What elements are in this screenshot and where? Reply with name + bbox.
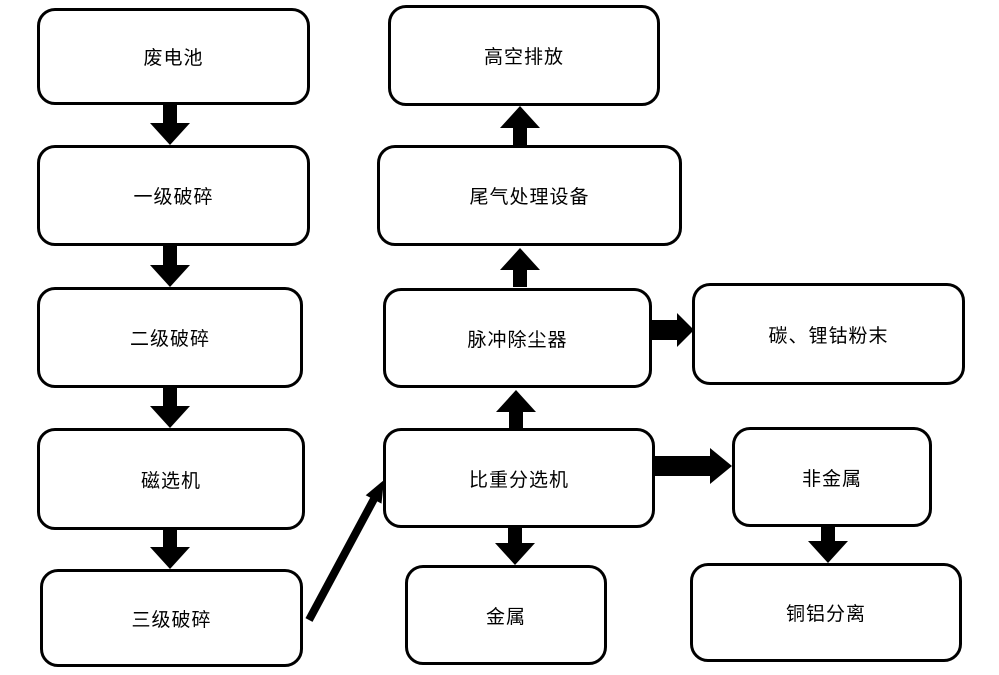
node-metal: 金属 [405, 565, 607, 665]
node-pulse-dust-collector: 脉冲除尘器 [383, 288, 652, 388]
arrow-gravity-separator-to-metal [495, 528, 535, 565]
arrow-non-metal-to-copper-aluminum-separation [808, 527, 848, 563]
arrow-pulse-dust-collector-to-carbon-powder [652, 313, 694, 347]
arrow-magnetic-separator-to-tertiary-crushing [150, 530, 190, 569]
arrow-secondary-crushing-to-magnetic-separator [150, 388, 190, 428]
arrow-gravity-separator-to-non-metal [655, 448, 732, 484]
arrow-tail-gas-treatment-to-high-altitude-discharge [500, 106, 540, 145]
node-tail-gas-treatment: 尾气处理设备 [377, 145, 682, 246]
node-primary-crushing: 一级破碎 [37, 145, 310, 246]
node-carbon-lithium-cobalt-powder: 碳、锂钴粉末 [692, 283, 965, 385]
node-gravity-separator: 比重分选机 [383, 428, 655, 528]
arrow-primary-crushing-to-secondary-crushing [150, 246, 190, 287]
node-copper-aluminum-separation: 铜铝分离 [690, 563, 962, 662]
node-high-altitude-discharge: 高空排放 [388, 5, 660, 106]
arrow-pulse-dust-collector-to-tail-gas-treatment [500, 248, 540, 287]
node-tertiary-crushing: 三级破碎 [40, 569, 303, 667]
arrow-tertiary-crushing-to-gravity-separator [305, 480, 384, 622]
node-secondary-crushing: 二级破碎 [37, 287, 303, 388]
node-waste-battery: 废电池 [37, 8, 310, 105]
arrow-waste-battery-to-primary-crushing [150, 105, 190, 145]
node-non-metal: 非金属 [732, 427, 932, 527]
arrow-gravity-separator-to-pulse-dust-collector [496, 390, 536, 428]
node-magnetic-separator: 磁选机 [37, 428, 305, 530]
